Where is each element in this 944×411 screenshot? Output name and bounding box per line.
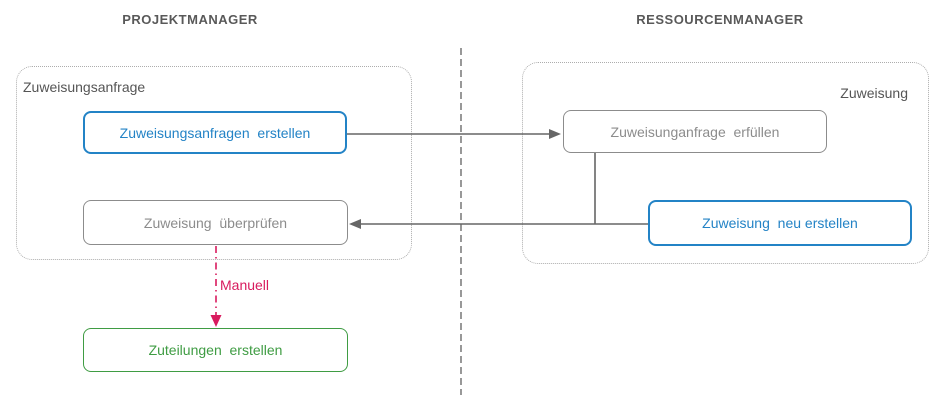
- edge-manual: [210, 246, 222, 327]
- edge-to-review: [349, 152, 648, 229]
- group-zuweisung: Zuweisung: [522, 62, 929, 264]
- node-zuteilungen-erstellen: Zuteilungen erstellen: [83, 328, 348, 372]
- node-label: Zuweisungsanfragen erstellen: [119, 124, 311, 141]
- group-zuweisungsanfrage-label: Zuweisungsanfrage: [23, 79, 146, 95]
- node-zuweisung-ueberpruefen: Zuweisung überprüfen: [83, 200, 348, 245]
- node-zuweisungsanfragen-erstellen: Zuweisungsanfragen erstellen: [83, 111, 347, 154]
- node-zuweisung-neu-erstellen: Zuweisung neu erstellen: [648, 200, 912, 246]
- edge-create-to-fulfill: [347, 129, 561, 139]
- node-zuweisunganfrage-erfuellen: Zuweisunganfrage erfüllen: [563, 110, 827, 153]
- node-label: Zuteilungen erstellen: [148, 342, 283, 358]
- edge-manual-label: Manuell: [220, 277, 270, 293]
- node-label: Zuweisung überprüfen: [143, 214, 288, 231]
- node-label: Zuweisunganfrage erfüllen: [610, 123, 780, 140]
- group-zuweisungsanfrage: Zuweisungsanfrage: [16, 66, 412, 260]
- node-label: Zuweisung neu erstellen: [702, 215, 858, 231]
- lane-title-ressourcenmanager: RESSOURCENMANAGER: [636, 12, 804, 27]
- group-zuweisung-label: Zuweisung: [840, 85, 908, 101]
- lane-title-projektmanager: PROJEKTMANAGER: [122, 12, 258, 27]
